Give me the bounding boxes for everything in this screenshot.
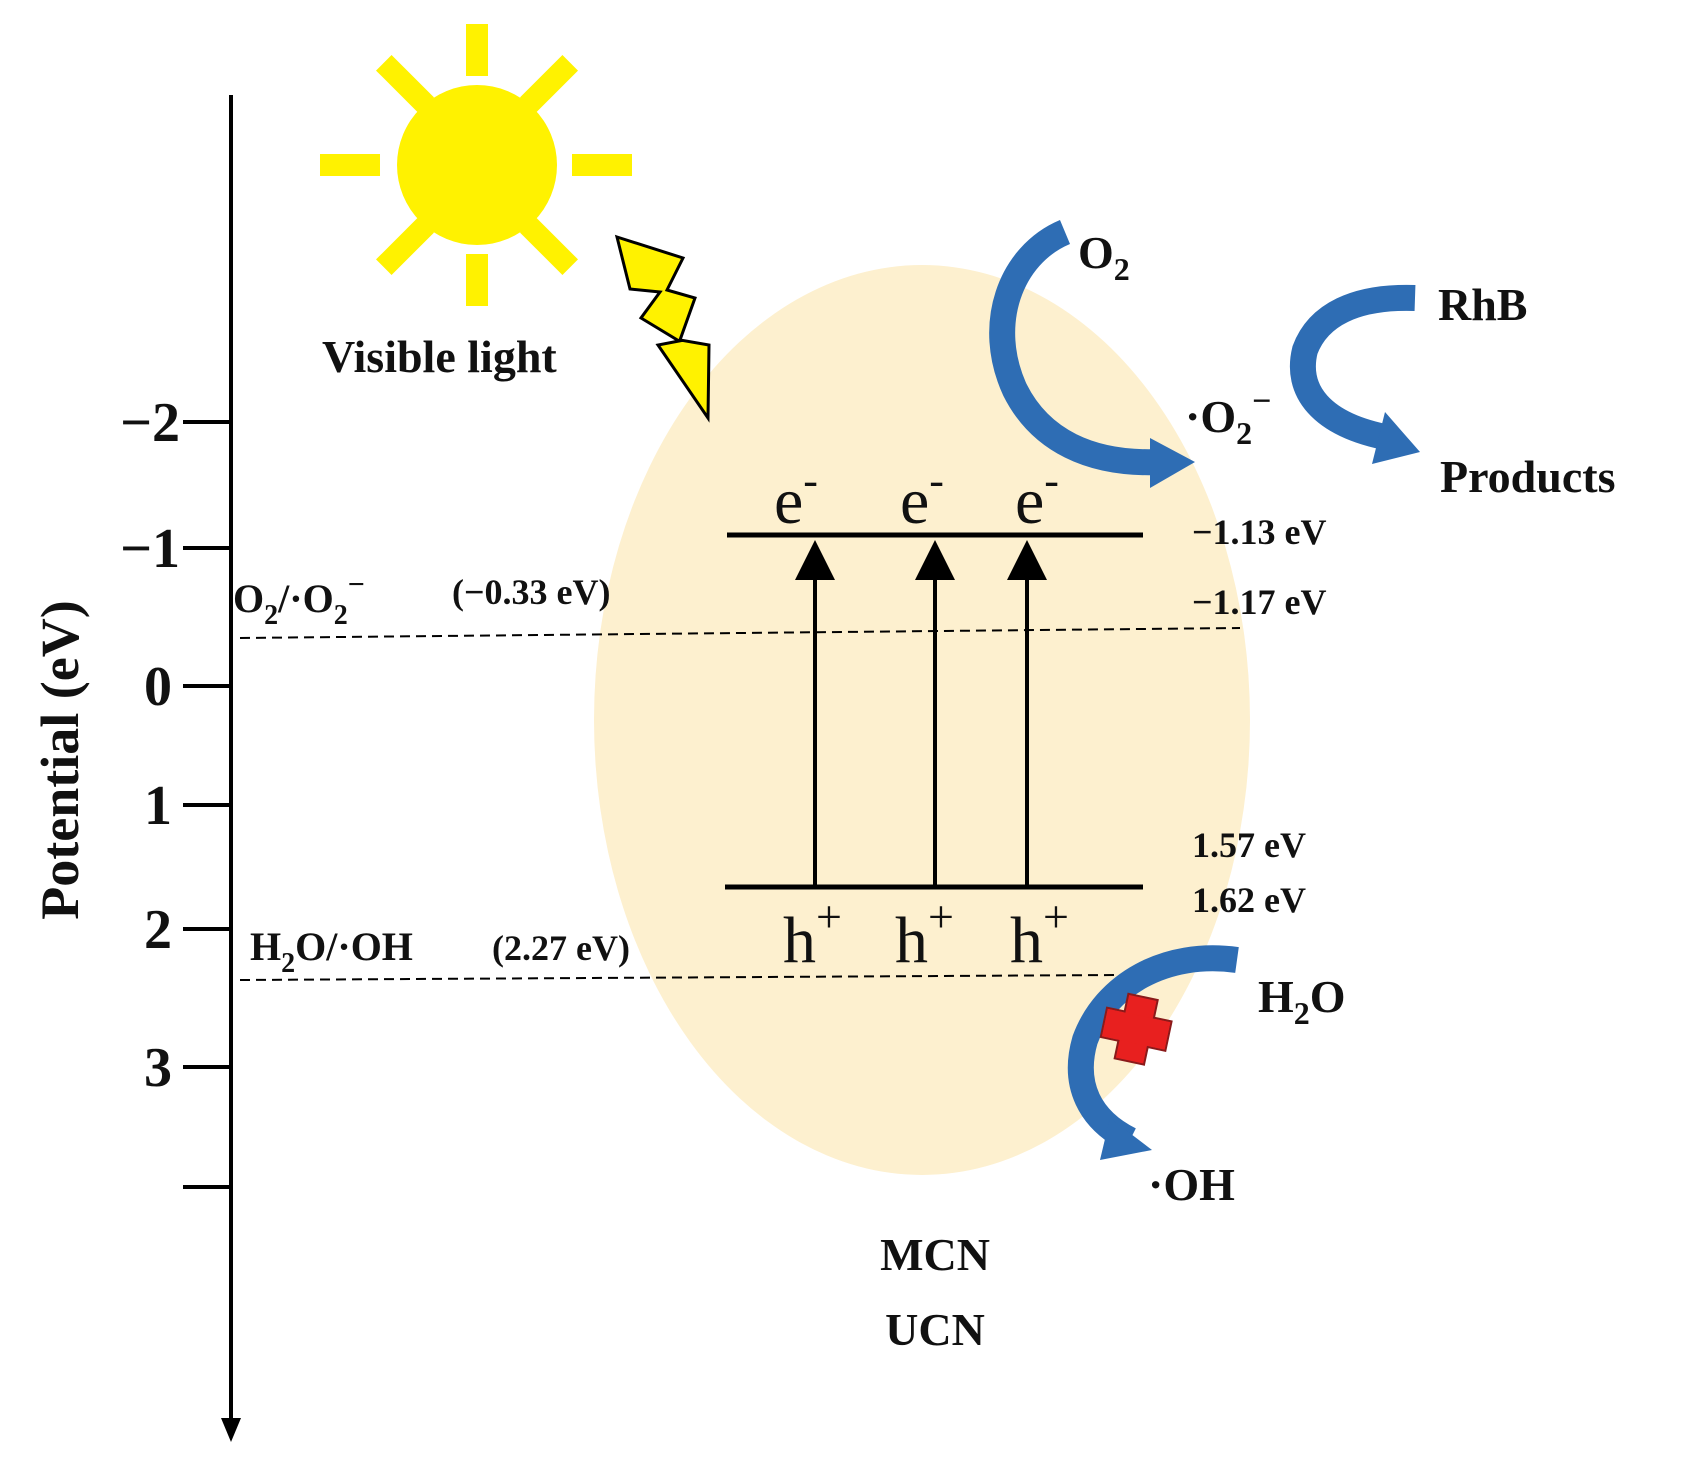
axis-title: Potential (eV) [30,600,90,919]
curved-arrow-icon [1289,284,1420,464]
h2o-couple-value: (2.27 eV) [492,928,630,968]
tick-label: 0 [144,656,172,718]
tick-label: 1 [144,775,172,837]
tick-label: −1 [120,518,180,580]
material-label: MCN [880,1229,990,1280]
tick-label: 2 [144,899,172,961]
electron-label: e- [774,456,818,538]
tick-label: −2 [120,392,180,454]
cb-value: −1.13 eV [1192,512,1327,552]
hole-label: h+ [783,891,842,977]
vb-value: 1.57 eV [1192,825,1306,865]
lightning-icon [614,234,711,423]
curved-arrow-icon [1067,945,1239,1160]
o2-redox-line [239,627,1241,639]
sun-icon [320,24,632,306]
blocked-cross-icon [1099,992,1173,1066]
vb-value: 1.62 eV [1192,880,1306,920]
h2o-label: H2O [1258,971,1346,1031]
products-label: Products [1440,451,1616,502]
o2-couple-value: (−0.33 eV) [452,572,610,612]
hole-label: h+ [895,891,954,977]
hole-label: h+ [1010,891,1069,977]
h2o-redox-line [239,974,1116,981]
curved-arrow-icon [989,220,1195,488]
electron-label: e- [900,456,944,538]
h2o-couple-label: H2O/·OH [250,924,413,979]
oh-label: ·OH [1148,1159,1235,1210]
rhb-label: RhB [1438,279,1527,330]
material-label: UCN [885,1304,985,1355]
tick-label: 3 [144,1037,172,1099]
superoxide-label: ·O2− [1185,383,1272,451]
catalyst-ellipse [594,265,1250,1175]
potential-axis: −2 −1 0 1 2 3 Potential (eV) [30,95,241,1442]
cb-value: −1.17 eV [1192,582,1327,622]
axis-arrow-icon [221,1418,241,1442]
electron-label: e- [1015,456,1059,538]
o2-label: O2 [1078,227,1130,287]
o2-couple-label: O2/·O2− [233,568,365,631]
light-label: Visible light [322,331,557,382]
